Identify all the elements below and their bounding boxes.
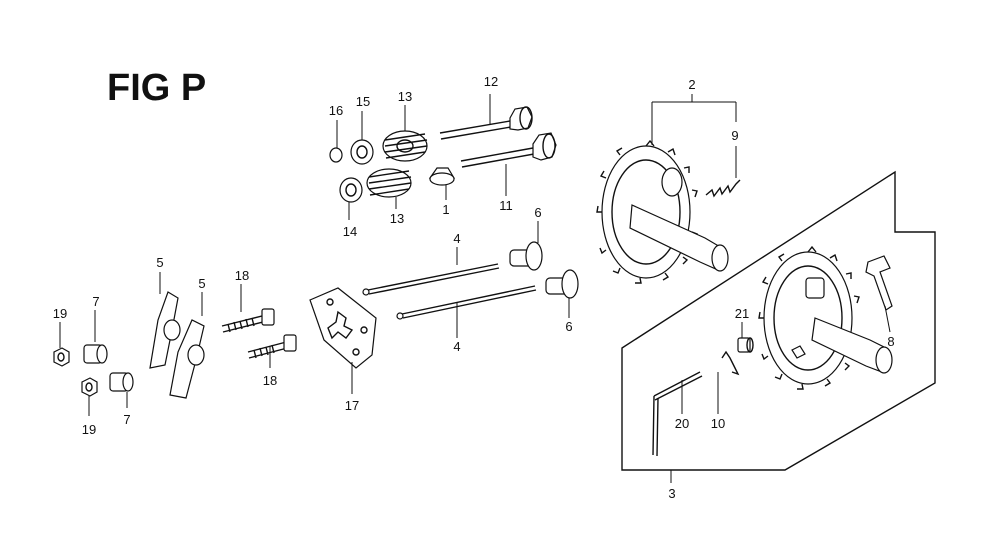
callout-8: 8 <box>887 334 894 349</box>
part-10-spring <box>721 350 740 376</box>
callout-18-lower: 18 <box>263 373 277 388</box>
callout-5-left: 5 <box>156 255 163 270</box>
callout-15: 15 <box>356 94 370 109</box>
callout-17: 17 <box>345 398 359 413</box>
callout-12: 12 <box>484 74 498 89</box>
part-5-rocker-arm-right <box>169 319 205 399</box>
part-7-pivot-lower <box>109 372 134 392</box>
part-20-pin-rod <box>652 371 703 457</box>
callout-7-upper: 7 <box>92 294 99 309</box>
subassembly-outline <box>621 170 936 471</box>
callout-7-lower: 7 <box>123 412 130 427</box>
part-13-spring-lower <box>366 168 412 198</box>
callout-6-upper: 6 <box>534 205 541 220</box>
part-8-decompressor-weight <box>865 255 893 311</box>
part-21-pin <box>737 337 754 353</box>
part-18-stud-lower <box>247 334 297 359</box>
part-6-lifter-lower <box>545 269 579 299</box>
leader-2 <box>651 94 737 145</box>
callout-13-lower: 13 <box>390 211 404 226</box>
callout-11: 11 <box>499 198 513 213</box>
part-17-guide-plate <box>309 287 377 369</box>
part-16-cotter <box>329 147 343 163</box>
callout-13-upper: 13 <box>398 89 412 104</box>
callout-6-lower: 6 <box>565 319 572 334</box>
part-15-retainer <box>350 139 374 165</box>
callout-16: 16 <box>329 103 343 118</box>
part-4-pushrod-lower <box>396 285 537 320</box>
part-13-spring-upper <box>382 130 428 162</box>
part-1-valve-seal <box>428 167 456 186</box>
callout-19-upper: 19 <box>53 306 67 321</box>
callout-21: 21 <box>735 306 749 321</box>
callout-3: 3 <box>668 486 675 501</box>
part-5-rocker-arm-left <box>149 291 181 369</box>
callout-1: 1 <box>442 202 449 217</box>
callout-10: 10 <box>711 416 725 431</box>
part-2-camshaft-gear <box>596 139 729 284</box>
callout-2: 2 <box>688 77 695 92</box>
callout-19-lower: 19 <box>82 422 96 437</box>
camshaft-subassembly-gear <box>758 245 893 390</box>
callout-4-upper: 4 <box>453 231 460 246</box>
callout-18-upper: 18 <box>235 268 249 283</box>
part-4-pushrod-upper <box>362 263 500 296</box>
part-19-nut-upper <box>53 347 70 367</box>
callout-4-lower: 4 <box>453 339 460 354</box>
part-18-stud-upper <box>221 308 275 333</box>
callout-20: 20 <box>675 416 689 431</box>
leader-8 <box>884 305 891 333</box>
part-14-retainer-lower <box>339 177 363 203</box>
part-7-pivot-upper <box>83 344 108 364</box>
callout-14: 14 <box>343 224 357 239</box>
callout-5-right: 5 <box>198 276 205 291</box>
part-12-valve <box>439 106 533 140</box>
part-9-spring <box>705 179 741 198</box>
part-11-valve <box>460 132 557 168</box>
callout-9: 9 <box>731 128 738 143</box>
part-19-nut-lower <box>81 377 98 397</box>
part-6-lifter-upper <box>509 241 543 271</box>
figure-title: FIG P <box>107 67 206 109</box>
